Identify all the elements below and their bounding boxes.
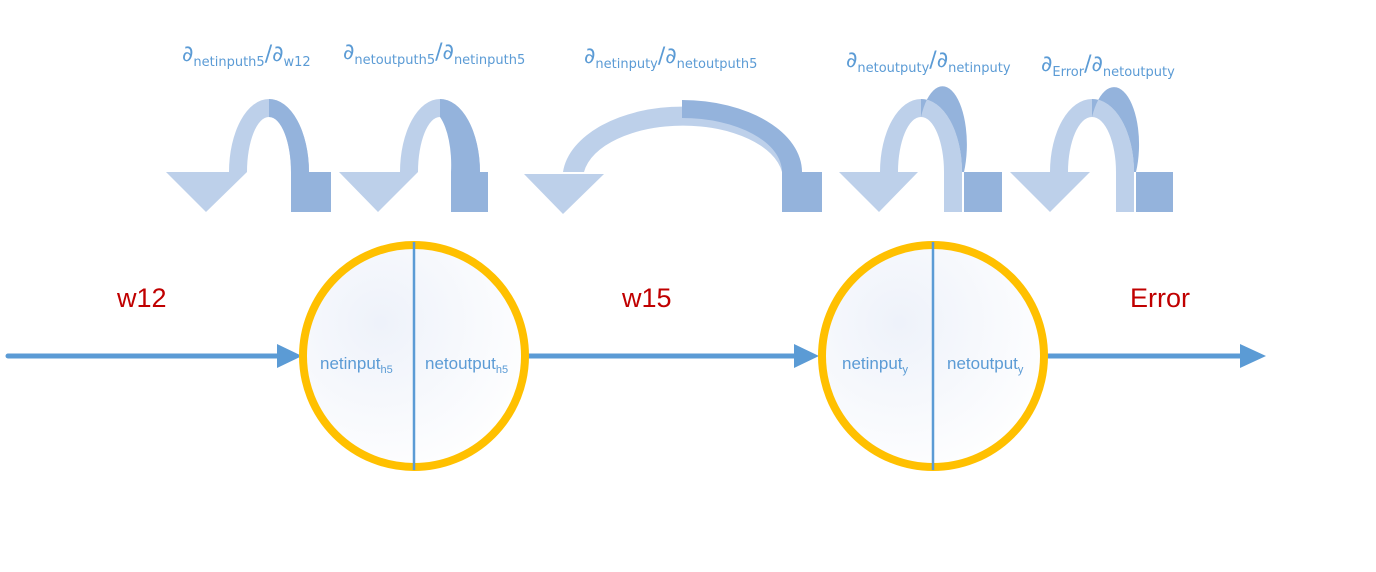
- node-h5-output-label: netoutputh5: [425, 354, 509, 376]
- backward-arrow-5: [1010, 87, 1173, 212]
- node-y-output-label: netoutputy: [947, 354, 1024, 376]
- node-y: [818, 241, 1048, 471]
- gradient-label-1: ∂netinputh5/∂w12: [182, 42, 311, 70]
- backward-arrow-1: [166, 99, 331, 212]
- gradient-label-5: ∂Error/∂netoutputy: [1041, 52, 1175, 80]
- backward-arrow-4: [839, 86, 1002, 212]
- input-edge-arrow: [5, 344, 302, 368]
- node-h5: [299, 241, 529, 471]
- backward-arrow-2: [339, 99, 488, 212]
- error-label: Error: [1130, 283, 1190, 313]
- node-h5-input-label: netinputh5: [320, 354, 393, 376]
- gradient-label-2: ∂netoutputh5/∂netinputh5: [343, 40, 526, 68]
- weight-label-w15: w15: [622, 283, 672, 313]
- hidden-to-output-edge-arrow: [524, 344, 819, 368]
- output-edge-arrow: [1044, 344, 1266, 368]
- gradient-label-4: ∂netoutputy/∂netinputy: [846, 48, 1011, 76]
- node-y-input-label: netinputy: [842, 354, 908, 376]
- weight-label-w12: w12: [117, 283, 167, 313]
- backward-arrow-3: [524, 100, 822, 214]
- gradient-label-3: ∂netinputy/∂netoutputh5: [584, 44, 758, 72]
